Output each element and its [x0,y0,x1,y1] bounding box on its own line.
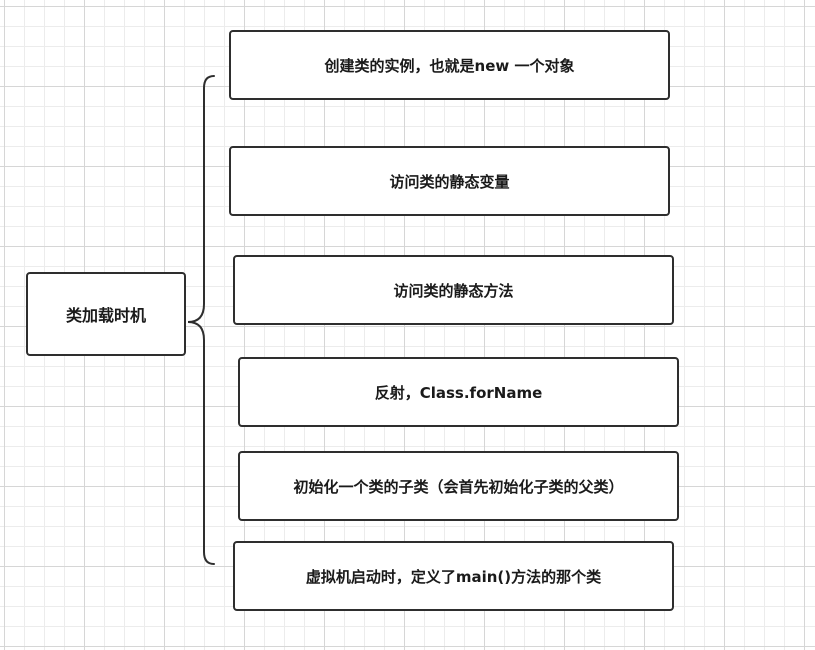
root-node[interactable]: 类加载时机 [26,272,186,356]
child-node[interactable]: 虚拟机启动时，定义了main()方法的那个类 [233,541,674,611]
root-node-label: 类加载时机 [65,306,146,325]
child-node[interactable]: 访问类的静态方法 [233,255,674,325]
child-node[interactable]: 反射，Class.forName [238,357,679,427]
child-node-label: 访问类的静态变量 [389,172,510,191]
child-node-label: 访问类的静态方法 [393,281,514,300]
child-node-label: 创建类的实例，也就是new 一个对象 [324,56,575,75]
child-node-label: 虚拟机启动时，定义了main()方法的那个类 [305,567,602,586]
child-node-label: 初始化一个类的子类（会首先初始化子类的父类） [293,477,624,496]
child-node[interactable]: 初始化一个类的子类（会首先初始化子类的父类） [238,451,679,521]
child-node[interactable]: 创建类的实例，也就是new 一个对象 [229,30,670,100]
child-node-label: 反射，Class.forName [374,383,543,402]
child-node[interactable]: 访问类的静态变量 [229,146,670,216]
